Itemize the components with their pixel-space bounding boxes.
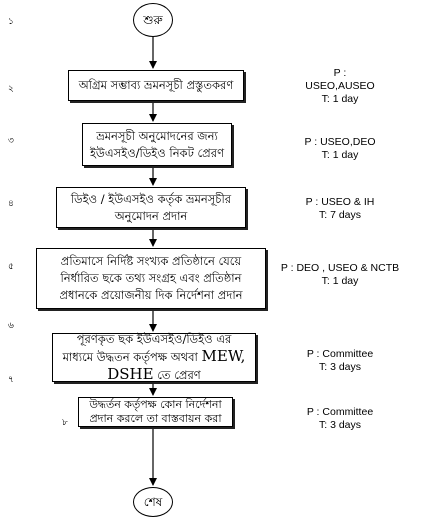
start-node: শুরু xyxy=(133,3,173,37)
step-6-text-line2: প্রদান করলে তা বাস্তবায়ন করা xyxy=(89,412,222,425)
meta-step-2-time: T: 1 day xyxy=(321,149,359,161)
step-number-2: ২ xyxy=(8,84,14,94)
step-6-box: উদ্ধর্তন কর্তৃপক্ষ কোন নির্দেশনা প্রদান … xyxy=(78,397,233,427)
step-5-dshe: DSHE xyxy=(107,365,154,383)
meta-step-3-time: T: 7 days xyxy=(318,209,362,221)
meta-step-2: P : USEO,DEO T: 1 day xyxy=(280,136,400,162)
step-1-box: অগ্রিম সম্ভাব্য ভ্রমনসূচী প্রস্তুতকরণ xyxy=(68,70,244,101)
end-node: শেষ xyxy=(133,487,173,517)
step-6-text-line1: উদ্ধর্তন কর্তৃপক্ষ কোন নির্দেশনা xyxy=(89,398,222,411)
step-2-text-line1: ভ্রমনসূচী অনুমোদনের জন্য xyxy=(96,128,218,143)
step-4-text-line1: প্রতিমাসে নির্দিষ্ট সংখ্যক প্রতিষ্ঠানে য… xyxy=(60,254,242,268)
meta-step-1-performer-names: USEO,AUSEO xyxy=(305,80,375,92)
step-4-text-line3: প্রধানকে প্রয়োজনীয় দিক নির্দেশনা প্রদা… xyxy=(59,288,243,302)
step-number-6: ৬ xyxy=(8,321,14,331)
end-label: শেষ xyxy=(143,494,163,509)
step-number-1: ১ xyxy=(8,17,14,27)
meta-step-2-performer: P : USEO,DEO xyxy=(304,136,376,148)
meta-step-5: P : Committee T: 3 days xyxy=(280,348,400,374)
step-4-text-line2: নির্ধারিত ছকে তথ্য সংগ্রহ এবং প্রতিষ্ঠান xyxy=(60,271,242,285)
step-number-5: ৫ xyxy=(8,262,14,272)
step-number-8: ৮ xyxy=(62,418,68,428)
step-3-text-line2: অনুমোদন প্রদান xyxy=(114,208,188,223)
step-5-mew: MEW, xyxy=(201,347,246,365)
meta-step-6: P : Committee T: 3 days xyxy=(280,406,400,432)
step-2-text-line2: ইউএসইও/ডিইও নিকট প্রেরণ xyxy=(89,145,225,160)
meta-step-3-performer: P : USEO & IH xyxy=(305,196,375,208)
step-5-text-line2a: মাধ্যমে উদ্ধতন কর্তৃপক্ষ অথবা xyxy=(62,350,202,364)
meta-step-5-performer: P : Committee xyxy=(306,348,374,360)
step-number-3: ৩ xyxy=(8,136,14,146)
meta-step-6-performer: P : Committee xyxy=(306,406,374,418)
meta-step-3: P : USEO & IH T: 7 days xyxy=(280,196,400,222)
meta-step-1: P : USEO,AUSEO T: 1 day xyxy=(280,67,400,106)
meta-step-4-performer: P : DEO , USEO & NCTB xyxy=(280,262,400,274)
meta-step-6-time: T: 3 days xyxy=(318,419,362,431)
step-1-text: অগ্রিম সম্ভাব্য ভ্রমনসূচী প্রস্তুতকরণ xyxy=(78,78,234,92)
start-label: শুরু xyxy=(143,12,163,27)
step-3-text-line1: ডিইও / ইউএসইও কর্তৃক ভ্রমনসূচীর xyxy=(70,191,232,206)
meta-step-4: P : DEO , USEO & NCTB T: 1 day xyxy=(280,262,400,288)
step-5-text-line3b: তে প্রেরণ xyxy=(153,368,201,382)
meta-step-5-time: T: 3 days xyxy=(318,361,362,373)
meta-step-1-performer: P : xyxy=(333,67,347,79)
step-5-text-line2: মাধ্যমে উদ্ধতন কর্তৃপক্ষ অথবা MEW, xyxy=(63,348,246,366)
step-5-text-line3: DSHE তে প্রেরণ xyxy=(107,366,200,384)
step-number-7: ৭ xyxy=(8,375,14,385)
step-4-box: প্রতিমাসে নির্দিষ্ট সংখ্যক প্রতিষ্ঠানে য… xyxy=(36,248,266,309)
step-number-4: ৪ xyxy=(8,199,14,209)
meta-step-4-time: T: 1 day xyxy=(321,275,359,287)
step-5-text-line1: পূরণকৃত ছক ইউএসইও/ডিইও এর xyxy=(76,332,232,346)
meta-step-1-time: T: 1 day xyxy=(321,93,359,105)
step-5-box: পূরণকৃত ছক ইউএসইও/ডিইও এর মাধ্যমে উদ্ধতন… xyxy=(52,332,256,384)
step-2-box: ভ্রমনসূচী অনুমোদনের জন্য ইউএসইও/ডিইও নিক… xyxy=(82,123,232,166)
step-3-box: ডিইও / ইউএসইও কর্তৃক ভ্রমনসূচীর অনুমোদন … xyxy=(56,187,246,228)
